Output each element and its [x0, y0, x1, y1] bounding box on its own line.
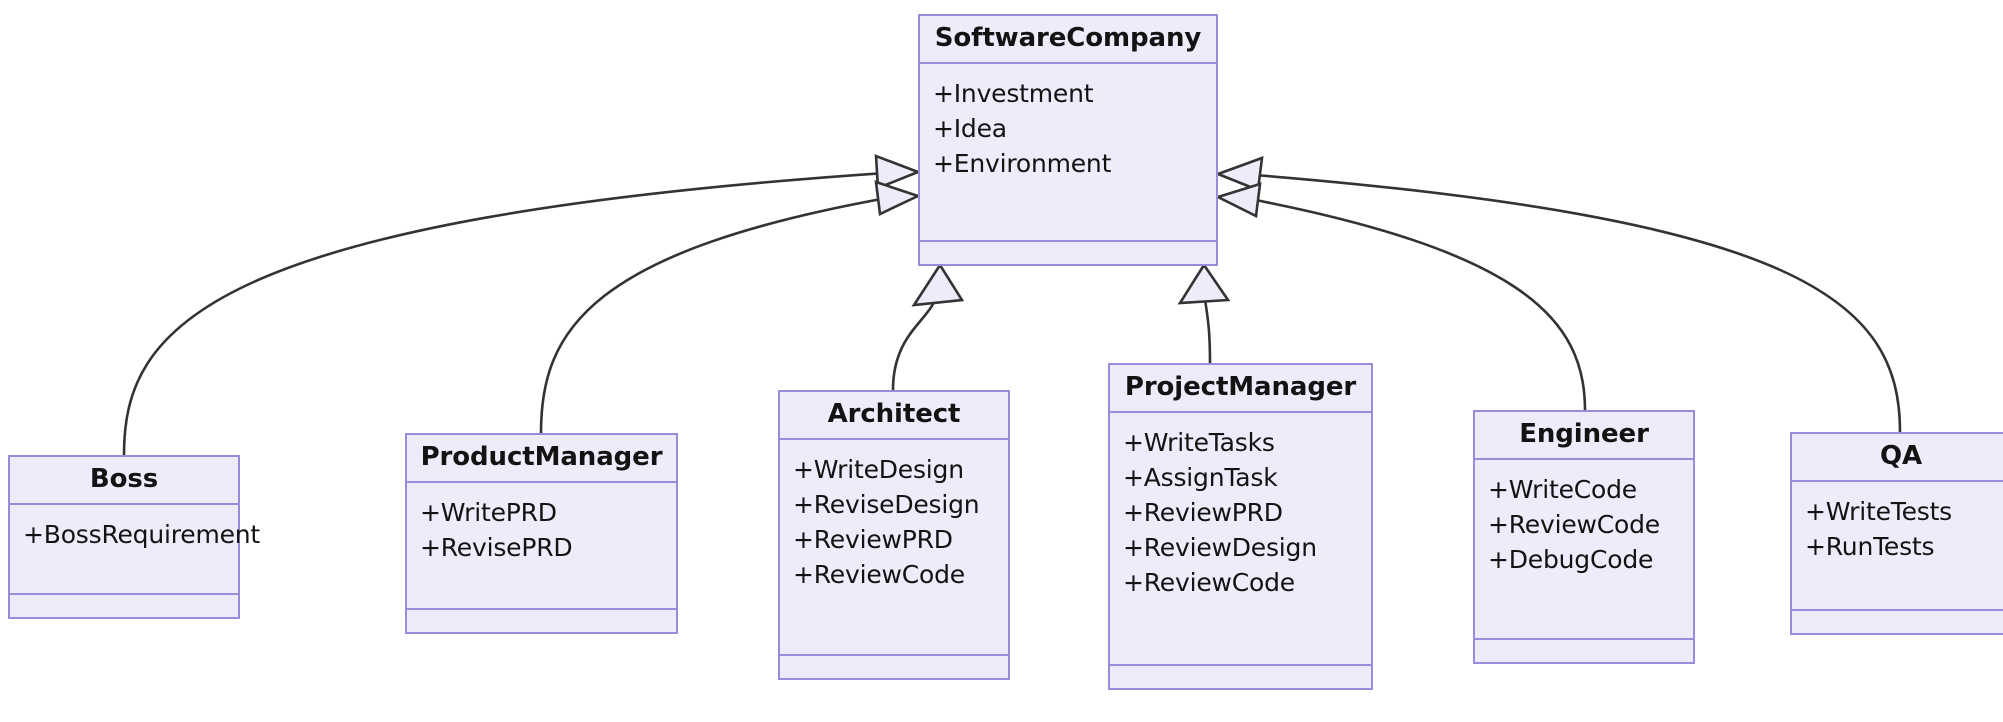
- attribute-item: +ReviewCode: [1488, 510, 1660, 539]
- attribute-item: +WriteCode: [1488, 475, 1637, 504]
- class-title-productmanager: ProductManager: [407, 435, 676, 483]
- class-attributes-productmanager: +WritePRD +RevisePRD: [407, 483, 676, 610]
- class-box-productmanager[interactable]: ProductManager +WritePRD +RevisePRD: [405, 433, 678, 634]
- attribute-item: +Investment: [933, 79, 1094, 108]
- class-attributes-boss: +BossRequirement: [10, 505, 261, 595]
- generalization-arrowhead-engineer: [1214, 182, 1262, 218]
- class-box-projectmanager[interactable]: ProjectManager +WriteTasks +AssignTask +…: [1108, 363, 1373, 690]
- attribute-item: +WriteTests: [1805, 497, 1953, 526]
- class-box-boss[interactable]: Boss +BossRequirement: [8, 455, 261, 619]
- class-attributes-softwarecompany: +Investment +Idea +Environment: [920, 64, 1216, 242]
- class-attributes-projectmanager: +WriteTasks +AssignTask +ReviewPRD +Revi…: [1110, 413, 1371, 666]
- class-title-boss: Boss: [10, 457, 238, 505]
- class-title-qa: QA: [1792, 434, 2003, 482]
- class-methods-engineer: [1475, 640, 1693, 662]
- class-title-projectmanager: ProjectManager: [1110, 365, 1371, 413]
- class-box-engineer[interactable]: Engineer +WriteCode +ReviewCode +DebugCo…: [1473, 410, 1695, 664]
- class-title-engineer: Engineer: [1475, 412, 1693, 460]
- generalization-arrowhead-boss: [874, 154, 922, 190]
- class-box-architect[interactable]: Architect +WriteDesign +ReviseDesign +Re…: [778, 390, 1010, 680]
- attribute-item: +ReviewPRD: [793, 525, 953, 554]
- attribute-item: +ReviseDesign: [793, 490, 980, 519]
- attribute-item: +ReviewCode: [1123, 568, 1295, 597]
- class-attributes-qa: +WriteTests +RunTests: [1792, 482, 2003, 611]
- class-methods-boss: [10, 595, 238, 617]
- class-title-softwarecompany: SoftwareCompany: [920, 16, 1216, 64]
- generalization-arrowhead-qa: [1214, 156, 1264, 192]
- edge-architect-to-softwarecompany: [891, 289, 940, 391]
- class-attributes-engineer: +WriteCode +ReviewCode +DebugCode: [1475, 460, 1693, 640]
- class-attributes-architect: +WriteDesign +ReviseDesign +ReviewPRD +R…: [780, 440, 1008, 656]
- class-title-architect: Architect: [780, 392, 1008, 440]
- attribute-item: +DebugCode: [1488, 545, 1654, 574]
- class-methods-productmanager: [407, 610, 676, 632]
- attribute-item: +ReviewCode: [793, 560, 965, 589]
- attribute-item: +AssignTask: [1123, 463, 1278, 492]
- edge-projectmanager-to-softwarecompany: [1202, 289, 1212, 364]
- attribute-item: +Idea: [933, 114, 1007, 143]
- attribute-item: +WritePRD: [420, 498, 557, 527]
- class-box-qa[interactable]: QA +WriteTests +RunTests: [1790, 432, 2003, 635]
- class-methods-softwarecompany: [920, 242, 1216, 264]
- attribute-item: +ReviewDesign: [1123, 533, 1317, 562]
- attribute-item: +RunTests: [1805, 532, 1935, 561]
- generalization-arrowhead-architect: [911, 262, 965, 307]
- attribute-item: +Environment: [933, 149, 1112, 178]
- attribute-item: +BossRequirement: [23, 520, 261, 549]
- attribute-item: +WriteTasks: [1123, 428, 1275, 457]
- generalization-arrowhead-projectmanager: [1177, 262, 1231, 305]
- generalization-arrowhead-productmanager: [874, 180, 922, 216]
- attribute-item: +RevisePRD: [420, 533, 573, 562]
- class-box-softwarecompany[interactable]: SoftwareCompany +Investment +Idea +Envir…: [918, 14, 1218, 266]
- attribute-item: +ReviewPRD: [1123, 498, 1283, 527]
- class-methods-projectmanager: [1110, 666, 1371, 688]
- class-methods-qa: [1792, 611, 2003, 633]
- attribute-item: +WriteDesign: [793, 455, 964, 484]
- class-methods-architect: [780, 656, 1008, 678]
